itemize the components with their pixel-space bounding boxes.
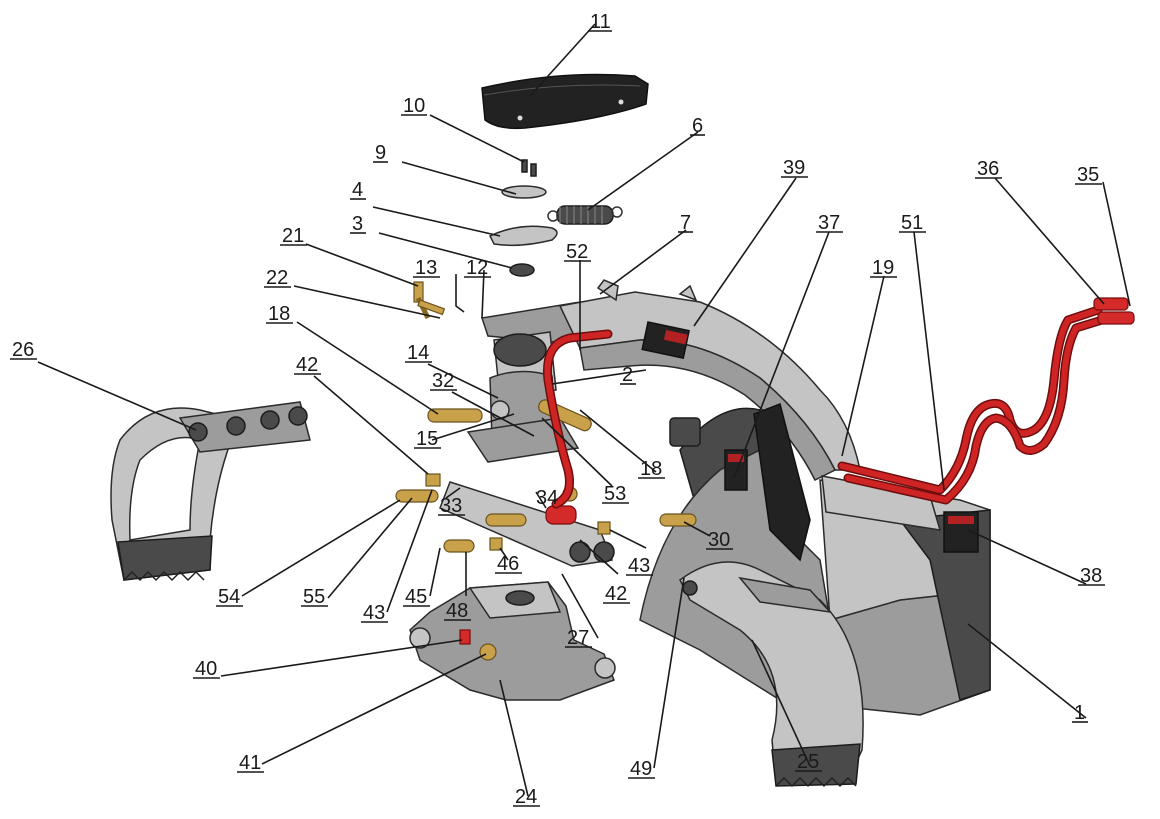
callout-26: 26: [12, 339, 34, 361]
callout-43-left: 43: [363, 602, 385, 624]
callout-32: 32: [432, 370, 454, 392]
part-42-link: [439, 481, 615, 567]
part-35-coupler: [1093, 297, 1129, 311]
part-9-plate: [501, 185, 547, 199]
part-25-grapple-arm: [679, 561, 864, 788]
callout-36: 36: [977, 158, 999, 180]
callout-42-left: 42: [296, 354, 318, 376]
callout-19: 19: [872, 257, 894, 279]
callout-46: 46: [497, 553, 519, 575]
callout-6: 6: [692, 115, 703, 137]
callout-37: 37: [818, 212, 840, 234]
callout-4: 4: [352, 179, 363, 201]
callout-53: 53: [604, 483, 626, 505]
callout-40: 40: [195, 658, 217, 680]
callout-14: 14: [407, 342, 429, 364]
part-11-cover-pad: [481, 73, 649, 130]
callout-9: 9: [375, 142, 386, 164]
callout-49: 49: [630, 758, 652, 780]
callout-39: 39: [783, 157, 805, 179]
callout-21: 21: [282, 225, 304, 247]
callout-41: 41: [239, 752, 261, 774]
callout-25: 25: [797, 751, 819, 773]
part-6-spring: [547, 205, 623, 225]
callout-18-top: 18: [268, 303, 290, 325]
callout-2: 2: [622, 364, 633, 386]
callout-13: 13: [415, 257, 437, 279]
callout-12: 12: [466, 257, 488, 279]
callout-54: 54: [218, 586, 240, 608]
part-18-pin-left: [427, 408, 483, 423]
callout-35: 35: [1077, 164, 1099, 186]
callout-11: 11: [590, 11, 611, 33]
part-3-bearing: [509, 263, 535, 277]
callout-45: 45: [405, 586, 427, 608]
callout-52: 52: [566, 241, 588, 263]
callout-27: 27: [567, 627, 589, 649]
callout-1: 1: [1074, 702, 1085, 724]
part-54-pin: [395, 489, 439, 503]
part-24-base-mount: [409, 581, 616, 701]
callout-43-right: 43: [628, 555, 650, 577]
callout-10: 10: [403, 95, 425, 117]
callout-38: 38: [1080, 565, 1102, 587]
part-45-pin: [443, 539, 475, 553]
part-1-bucket: [639, 402, 991, 716]
rotator-swivel-body: [466, 301, 601, 463]
callout-55: 55: [303, 586, 325, 608]
callout-3: 3: [352, 213, 363, 235]
callout-30: 30: [708, 529, 730, 551]
callout-42-right: 42: [605, 583, 627, 605]
part-36-coupler: [1097, 311, 1135, 325]
hydraulic-hoses: [542, 297, 1135, 509]
part-46-pin: [485, 513, 527, 527]
callout-34: 34: [536, 487, 558, 509]
main-arch-frame: [558, 279, 861, 482]
part-4-cam-plate: [488, 225, 558, 247]
callout-7: 7: [680, 212, 691, 234]
callout-48: 48: [446, 600, 468, 622]
part-26-grapple: [110, 401, 311, 582]
callout-24: 24: [515, 786, 537, 808]
leader-lines: [37, 23, 1131, 797]
callout-51: 51: [901, 212, 923, 234]
callout-labels: 11 10 9 4 3 6 7 39 37 19 51 36 35 52 12 …: [10, 11, 1105, 808]
callout-15: 15: [416, 428, 438, 450]
callout-22: 22: [266, 267, 288, 289]
part-41-washer: [479, 643, 497, 661]
callout-33: 33: [440, 495, 462, 517]
callout-18-right: 18: [640, 458, 662, 480]
part-30-pin: [659, 513, 697, 527]
part-10-bolts: [521, 159, 537, 177]
